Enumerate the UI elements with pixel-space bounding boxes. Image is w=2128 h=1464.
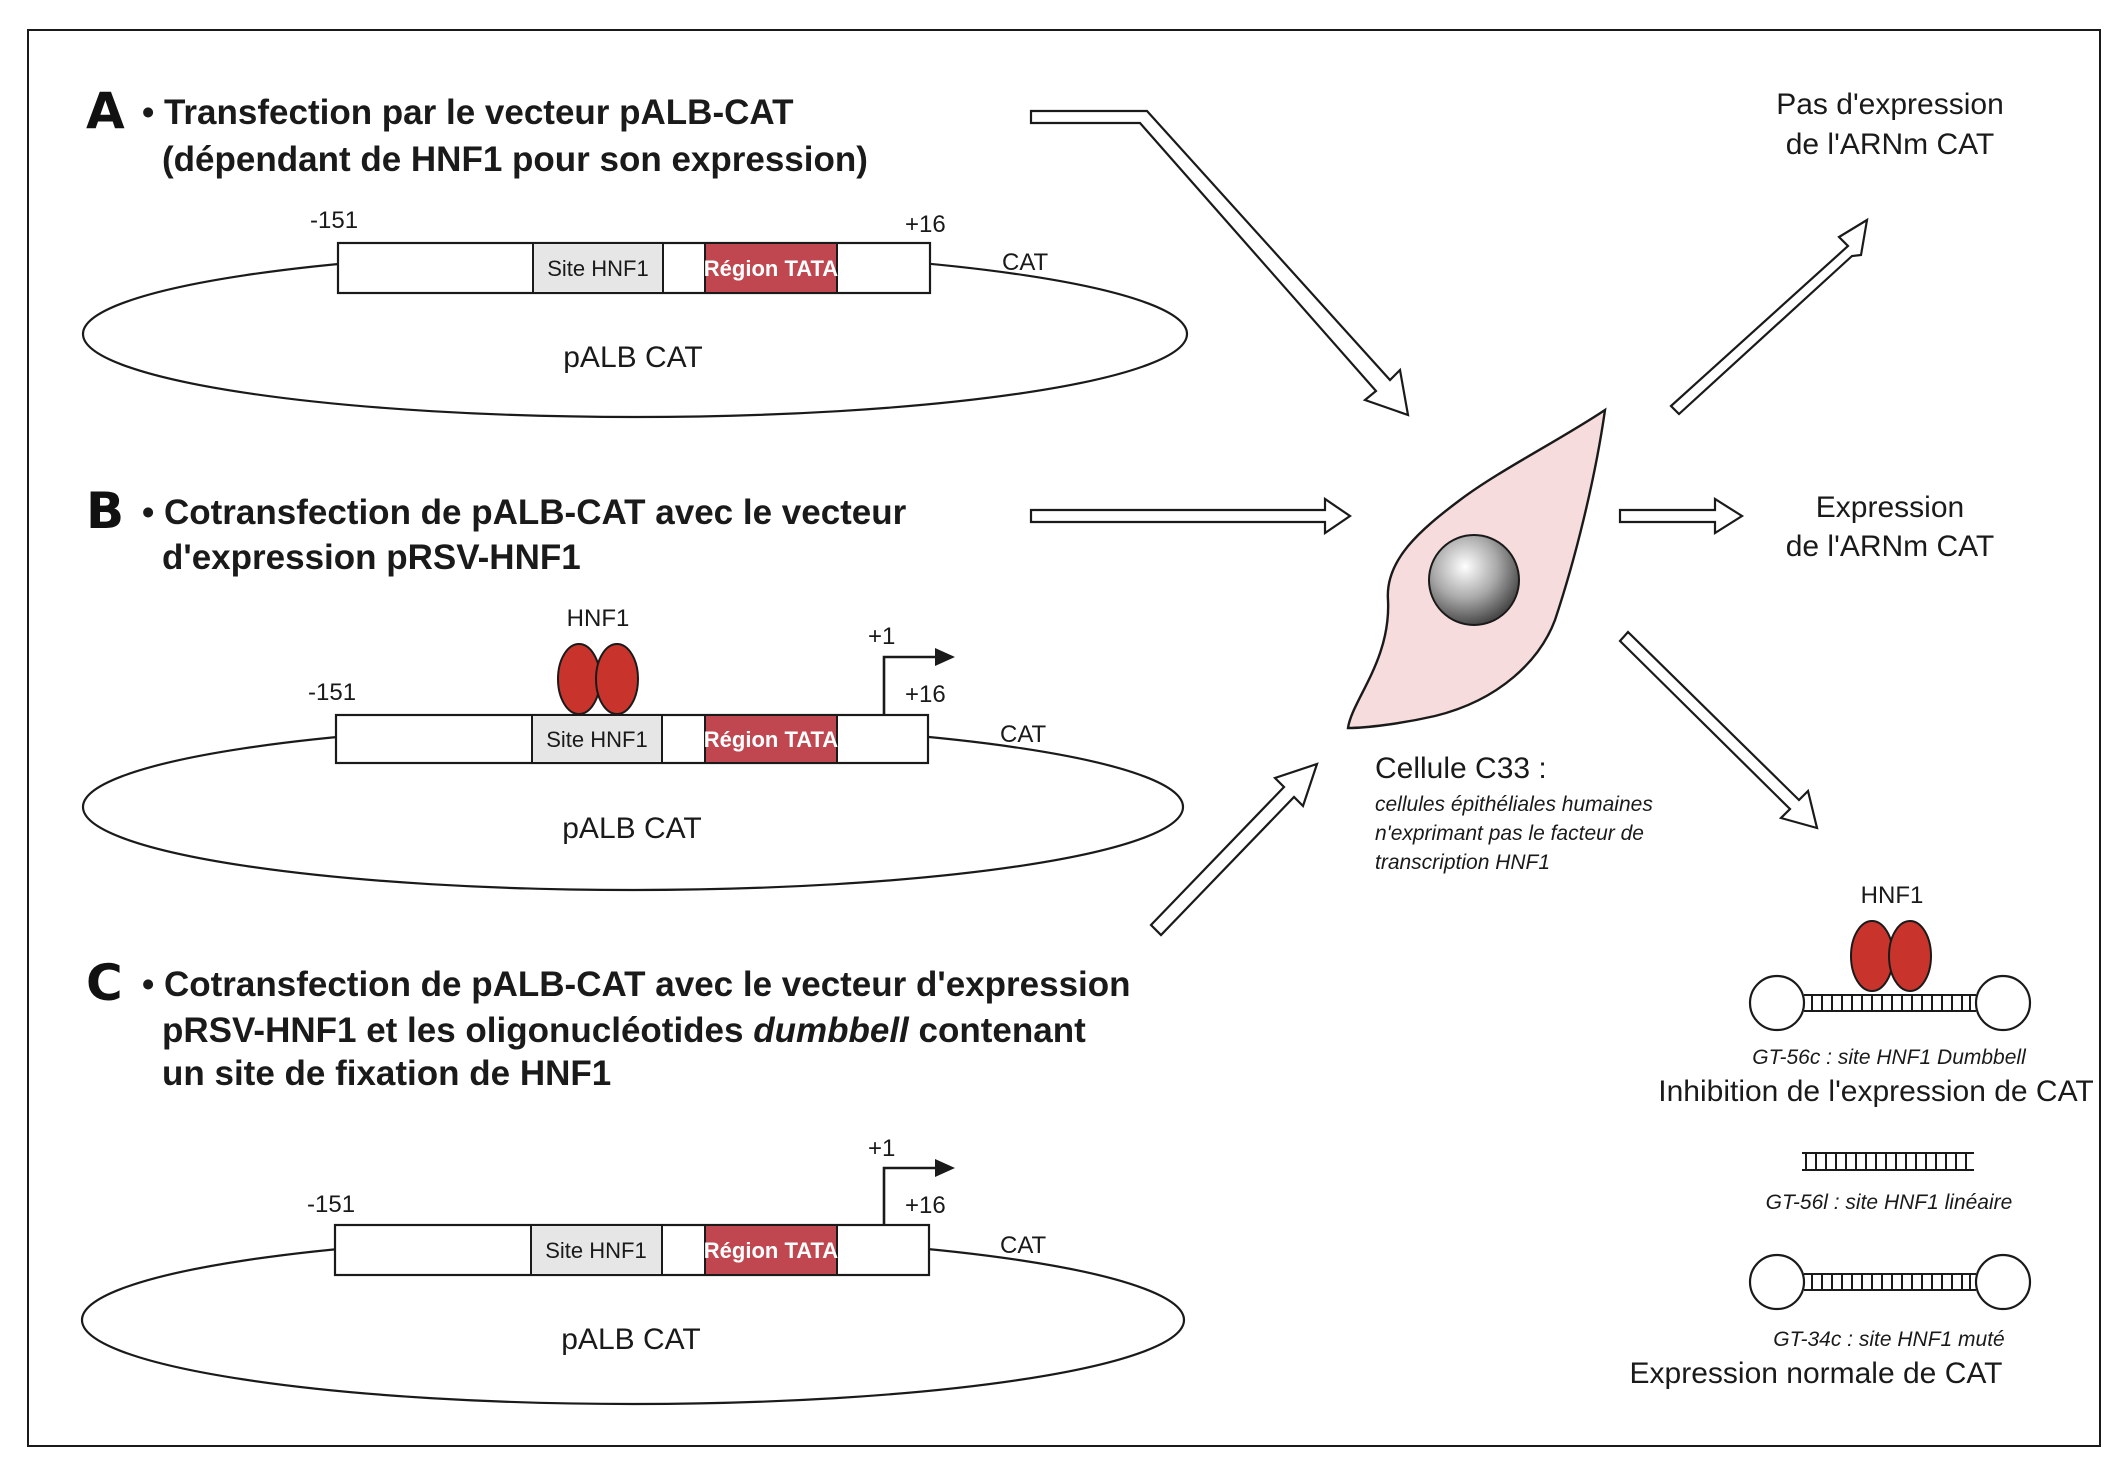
panel-a-start-position: -151 [310,207,358,234]
panel-c-heading-line2-b: contenant [909,1011,1086,1050]
dumbbell-loop-right [1974,974,2032,1032]
outcome-no-expression-line2: de l'ARNm CAT [1786,128,1995,161]
panel-a-letter: A [86,82,125,140]
panel-a-plasmid-label: pALB CAT [563,341,703,374]
panel-c: C • Cotransfection de pALB-CAT avec le v… [80,954,1186,1406]
cell-nucleus [1428,534,1520,626]
linear-stem [1802,1152,1974,1171]
arrow-cell-to-expression [1618,497,1745,535]
panel-a-tata-box [704,242,838,294]
arrow-cell-to-no-expression [1669,217,1869,416]
panel-a-gene-label: CAT [1002,249,1049,276]
panel-b-start-position: -151 [308,679,356,706]
panel-a-site-hnf1-label: Site HNF1 [547,256,648,281]
panel-b-hnf1-protein-left [557,643,601,715]
mutated-stem [1804,1273,1976,1291]
arrow-cell-to-oligos [1618,630,1819,830]
panel-b-end-position: +16 [905,681,946,708]
oligo-hnf1-label: HNF1 [1861,882,1924,909]
panel-b-tata-box [704,714,838,764]
panel-c-heading-line3: un site de fixation de HNF1 [162,1054,611,1093]
outcome-no-expression-line1: Pas d'expression [1776,88,2004,121]
panel-c-heading-line2-em: dumbbell [753,1011,910,1050]
figure-frame [27,29,2101,1447]
panel-b-site-hnf1-box [531,714,663,764]
cell-desc-line3: transcription HNF1 [1375,851,1550,874]
panel-a: A • Transfection par le vecteur pALB-CAT… [81,82,1189,419]
panel-b-tata-label: Région TATA [704,727,839,752]
panel-b-letter: B [86,482,124,540]
dumbbell-caption: GT-56c : site HNF1 Dumbbell [1752,1046,2027,1069]
panel-c-heading-line2-a: pRSV-HNF1 et les oligonucléotides [162,1011,753,1050]
panel-a-heading-line2: (dépendant de HNF1 pour son expression) [162,140,868,179]
cell-title: Cellule C33 : [1375,752,1547,785]
cell-desc-line2: n'exprimant pas le facteur de [1375,822,1644,845]
cell-desc-line1: cellules épithéliales humaines [1375,793,1653,816]
panel-c-end-position: +16 [905,1192,946,1219]
panel-b-heading-line2: d'expression pRSV-HNF1 [162,538,581,577]
panel-c-start-position: -151 [307,1191,355,1218]
linear-caption: GT-56l : site HNF1 linéaire [1766,1191,2013,1214]
arrow-c-to-cell [1149,762,1319,937]
panel-c-tata-label: Région TATA [704,1238,839,1263]
panel-c-plasmid-label: pALB CAT [561,1323,701,1356]
panel-c-heading-line1: • Cotransfection de pALB-CAT avec le vec… [142,965,1131,1004]
panel-c-tss-arrowhead [935,1159,955,1177]
panel-a-end-position: +16 [905,211,946,238]
panel-c-tata-box [704,1224,838,1276]
panel-b-tss-arrowhead [935,648,955,666]
outcome-expression-line2: de l'ARNm CAT [1786,530,1995,563]
panel-b-plasmid-label: pALB CAT [562,812,702,845]
panel-c-gene-label: CAT [1000,1232,1047,1259]
mutated-caption: GT-34c : site HNF1 muté [1773,1328,2004,1351]
oligo-mutated: GT-34c : site HNF1 muté Expression norma… [1630,1253,2032,1390]
dumbbell-stem [1804,994,1976,1012]
outcome-expression-line1: Expression [1816,491,1964,524]
normal-expression-text: Expression normale de CAT [1630,1357,2003,1390]
panel-b-hnf1-protein-right [595,643,639,715]
oligo-dumbbell: HNF1 GT-56c : site HNF1 Dumbbell Inhibit… [1658,882,2093,1108]
arrow-a-to-cell [1029,109,1410,417]
panel-c-tss-arrow [882,1166,940,1225]
panel-c-heading-line2: pRSV-HNF1 et les oligonucléotides dumbbe… [162,1011,1086,1050]
panel-b-tss-label: +1 [868,623,895,650]
panel-c-site-hnf1-label: Site HNF1 [545,1238,646,1263]
mutated-loop-left [1748,1253,1806,1311]
c33-cell: Cellule C33 : cellules épithéliales huma… [1346,407,1653,874]
panel-b-tss-arrow [882,655,940,715]
panel-c-tss-label: +1 [868,1135,895,1162]
panel-b: B • Cotransfection de pALB-CAT avec le v… [81,482,1185,892]
inhibition-text: Inhibition de l'expression de CAT [1658,1075,2093,1108]
oligo-hnf1-protein-right [1888,920,1932,992]
oligo-hnf1-protein-left [1850,920,1894,992]
arrow-b-to-cell [1029,496,1352,536]
panel-b-hnf1-label: HNF1 [567,605,630,632]
panel-b-site-hnf1-label: Site HNF1 [546,727,647,752]
mutated-loop-right [1974,1253,2032,1311]
panel-c-letter: C [86,954,123,1012]
panel-a-heading-line1: • Transfection par le vecteur pALB-CAT [142,93,793,132]
panel-c-site-hnf1-box [530,1224,663,1276]
panel-b-heading-line1: • Cotransfection de pALB-CAT avec le vec… [142,493,907,532]
dumbbell-loop-left [1748,974,1806,1032]
oligo-linear: GT-56l : site HNF1 linéaire [1766,1152,2013,1214]
panel-b-gene-label: CAT [1000,721,1047,748]
panel-a-tata-label: Région TATA [704,256,839,281]
panel-a-site-hnf1-box [532,242,664,294]
